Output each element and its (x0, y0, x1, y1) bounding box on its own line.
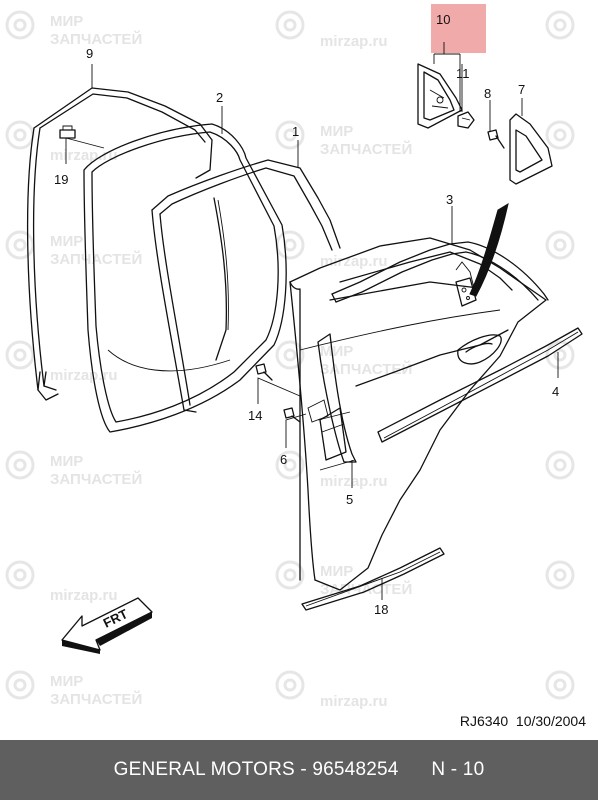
footer-part-number: 96548254 (312, 759, 399, 780)
part-11-nut[interactable] (457, 111, 475, 129)
watermark-brand: МИР (50, 13, 83, 30)
footer-maker: GENERAL MOTORS (113, 759, 295, 780)
callout-14: 14 (248, 408, 262, 423)
callout-6: 6 (280, 452, 287, 467)
callout-18: 18 (374, 602, 388, 617)
part-18-lower-strip[interactable] (301, 547, 445, 611)
door-shell[interactable] (289, 237, 547, 591)
callout-10-highlight (431, 4, 486, 53)
part-4-belt-moulding[interactable] (377, 327, 583, 443)
part-9-weatherstrip[interactable] (26, 87, 213, 401)
callout-11: 11 (456, 66, 470, 81)
callout-10: 10 (436, 12, 450, 27)
callout-8: 8 (484, 86, 491, 101)
footer-bar: GENERAL MOTORS - 96548254 N - 10 (0, 740, 598, 800)
callout-2: 2 (216, 90, 223, 105)
part-14-screw[interactable] (255, 363, 273, 381)
part-8-screw[interactable] (487, 129, 505, 149)
watermark-brand: ЗАПЧАСТЕЙ (320, 140, 412, 158)
parts-diagram: МИР ЗАПЧАСТЕЙ mirzap.ru mirzap.ru МИР ЗА… (5, 4, 586, 729)
watermark-site: mirzap.ru (50, 147, 118, 164)
watermark-brand: ЗАПЧАСТЕЙ (50, 690, 142, 708)
part-1-glass-run-channel[interactable] (151, 159, 341, 413)
watermark-brand: ЗАПЧАСТЕЙ (50, 250, 142, 268)
watermark-site: mirzap.ru (320, 33, 388, 50)
part-2-door-seal[interactable] (83, 123, 287, 433)
watermark-site: mirzap.ru (50, 587, 118, 604)
drawing-reference: RJ6340 10/30/2004 (460, 713, 586, 729)
callout-19: 19 (54, 172, 68, 187)
watermark-site: mirzap.ru (320, 253, 388, 270)
callout-3: 3 (446, 192, 453, 207)
watermark-site: mirzap.ru (320, 473, 388, 490)
watermark-brand: МИР (320, 123, 353, 140)
watermark-brand: ЗАПЧАСТЕЙ (320, 580, 412, 598)
watermark-site: mirzap.ru (320, 693, 388, 710)
watermark-brand: МИР (50, 673, 83, 690)
watermark-brand: МИР (50, 453, 83, 470)
watermark-brand: ЗАПЧАСТЕЙ (50, 30, 142, 48)
front-direction-arrow-icon: FRT (61, 597, 153, 654)
footer-gap (399, 759, 432, 781)
watermark-brand: ЗАПЧАСТЕЙ (50, 470, 142, 488)
callout-1: 1 (292, 124, 299, 139)
watermark-brand: МИР (320, 563, 353, 580)
leader-lines (65, 42, 559, 600)
watermark-layer: МИР ЗАПЧАСТЕЙ mirzap.ru mirzap.ru МИР ЗА… (5, 10, 575, 710)
part-19-clip[interactable] (59, 125, 76, 139)
callout-9: 9 (86, 46, 93, 61)
footer-page: N - 10 (431, 759, 485, 780)
watermark-logo-icon (5, 10, 575, 700)
footer-separator: - (294, 759, 313, 780)
part-5-pillar-applique[interactable] (307, 333, 357, 463)
callout-7: 7 (518, 82, 525, 97)
part-10-leader-wedge (469, 202, 509, 297)
callout-4: 4 (552, 384, 559, 399)
callout-5: 5 (346, 492, 353, 507)
watermark-brand: МИР (50, 233, 83, 250)
part-6-screw[interactable] (283, 407, 301, 423)
part-7-corner-trim[interactable] (509, 113, 553, 185)
part-3-window-moulding[interactable] (331, 241, 549, 303)
watermark-site: mirzap.ru (50, 367, 118, 384)
watermark-brand: МИР (320, 343, 353, 360)
